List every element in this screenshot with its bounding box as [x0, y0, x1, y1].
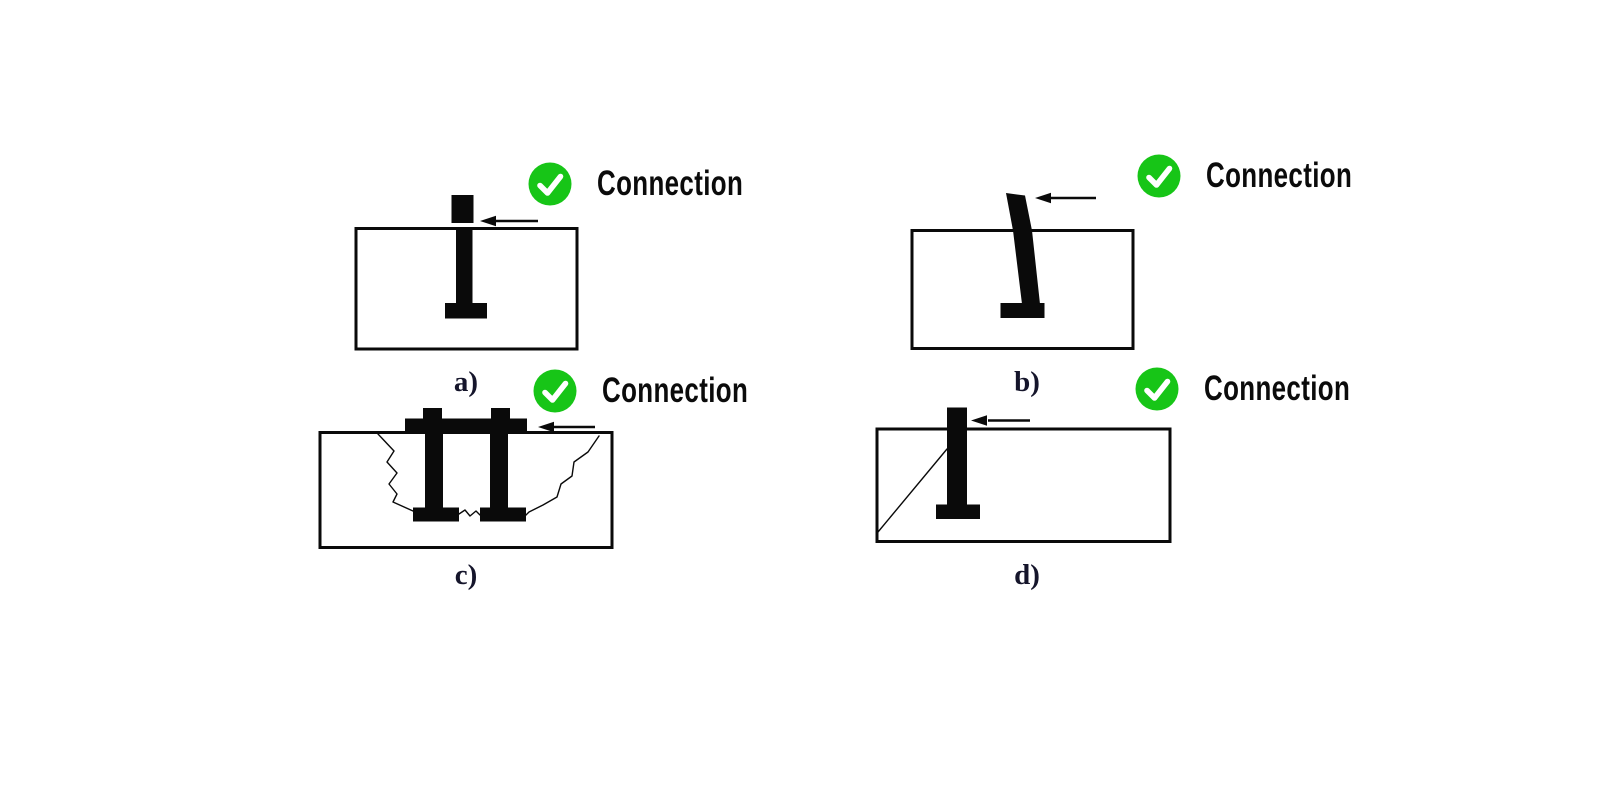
connection-badge-b: Connection: [1137, 154, 1403, 198]
panel-label-a: a): [453, 366, 479, 398]
connection-badge-c: Connection: [533, 369, 799, 413]
panel-c-diagram: [318, 408, 614, 549]
panel-label-c: c): [454, 559, 478, 591]
connection-label: Connection: [1206, 156, 1353, 195]
check-circle-icon: [528, 162, 572, 206]
shear-load-arrow-a: [480, 215, 538, 227]
panel-d-diagram: [875, 407, 1172, 543]
concrete-block-c: [318, 431, 614, 549]
connection-label: Connection: [1204, 369, 1351, 408]
panel-b-diagram: [910, 192, 1135, 350]
shear-load-arrow-b: [1035, 192, 1096, 204]
connection-badge-a: Connection: [528, 162, 794, 206]
panel-a-diagram: [354, 195, 579, 351]
panel-label-b: b): [1014, 366, 1040, 398]
panel-label-d: d): [1014, 559, 1040, 591]
bent-anchor-bolt-b: [1000, 193, 1045, 318]
baseplate-anchor-group-c: [405, 408, 527, 522]
check-circle-icon: [533, 369, 577, 413]
crack-line-middle-c: [458, 509, 481, 517]
anchor-bolt-a: [445, 195, 487, 319]
anchor-bolt-d: [936, 407, 980, 519]
crack-line-left-c: [377, 433, 414, 512]
shear-load-arrow-d: [971, 415, 1030, 426]
check-circle-icon: [1137, 154, 1181, 198]
check-circle-icon: [1135, 367, 1179, 411]
crack-line-right-c: [524, 435, 600, 517]
crack-line-d: [877, 448, 948, 533]
connection-badge-d: Connection: [1135, 367, 1401, 411]
connection-label: Connection: [597, 164, 744, 203]
shear-load-arrow-c: [538, 421, 595, 433]
concrete-block-d: [875, 427, 1172, 543]
connection-label: Connection: [602, 371, 749, 410]
